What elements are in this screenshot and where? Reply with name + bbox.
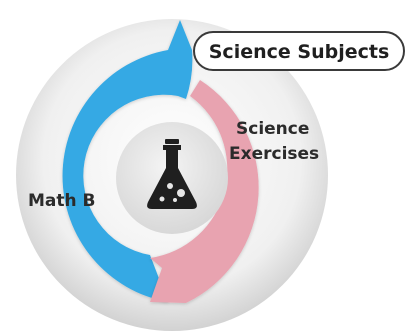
science-subjects-label: Science Subjects [209, 41, 390, 63]
math-b-segment [62, 20, 193, 302]
flask-icon [147, 139, 197, 209]
math-b-label: Math B [28, 191, 96, 211]
science-exercises-label-line2: Exercises [229, 144, 319, 164]
science-exercises-segment [150, 80, 259, 303]
science-subjects-pill [193, 31, 405, 71]
science-exercises-label-line1: Science [236, 119, 309, 139]
